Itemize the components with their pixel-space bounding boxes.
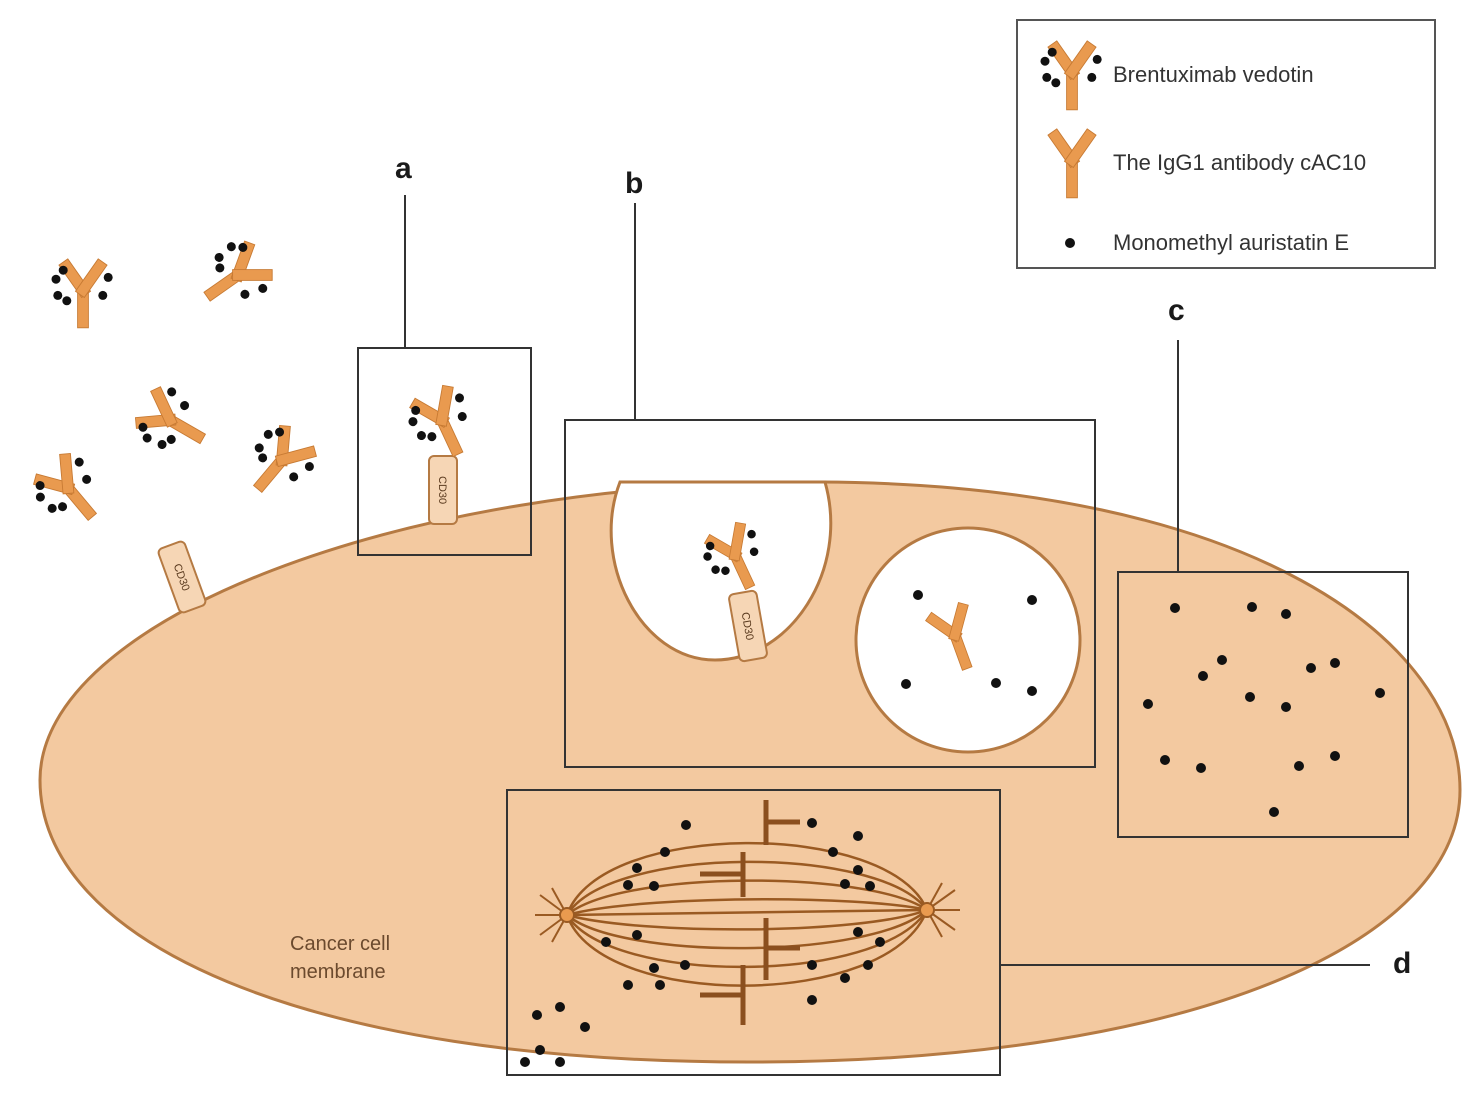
- inhibition-bars: [700, 800, 800, 1025]
- panel-d-label: d: [1393, 947, 1411, 980]
- cell-label-line2: membrane: [290, 961, 386, 983]
- spindle-mmae: [520, 818, 885, 1067]
- panel-a-box: [357, 347, 532, 556]
- panel-d-box: [506, 789, 1001, 1076]
- svg-text:CD30: CD30: [739, 611, 756, 641]
- drug-dot-icon: [1065, 238, 1075, 248]
- cell-label-line1: Cancer cell: [290, 933, 390, 955]
- panel-a-label: a: [395, 152, 412, 185]
- free-adc-3: [127, 379, 217, 466]
- lysosome: [854, 526, 1082, 754]
- cancer-cell: [38, 480, 1462, 1064]
- cd30-receptor-free: CD30: [156, 539, 208, 615]
- lysosome-contents: [901, 590, 1037, 696]
- spindle-pole-right: [919, 882, 960, 938]
- legend-label-mmae: Monomethyl auristatin E: [1113, 230, 1349, 255]
- bound-adc-a: [400, 379, 485, 467]
- cd30-receptor-a: CD30: [428, 455, 458, 525]
- free-adc-2: [189, 231, 281, 321]
- legend-label-antibody: The IgG1 antibody cAC10: [1113, 150, 1366, 175]
- panel-b-label: b: [625, 167, 643, 200]
- free-adc-5: [24, 445, 115, 537]
- panel-b-box: [564, 419, 1096, 768]
- svg-text:CD30: CD30: [436, 476, 448, 504]
- legend-label-adc: Brentuximab vedotin: [1113, 62, 1314, 87]
- endocytic-pit: [609, 480, 833, 662]
- legend: Brentuximab vedotin The IgG1 antibody cA…: [1016, 19, 1436, 269]
- free-adc-4: [234, 416, 325, 508]
- free-adc-1: [52, 259, 113, 328]
- spindle-pole-left: [535, 887, 575, 943]
- cd30-receptor-b: CD30: [727, 589, 769, 663]
- panel-c-box: [1117, 571, 1409, 838]
- cytoplasmic-mmae: [1143, 602, 1385, 817]
- panel-c-label: c: [1168, 294, 1185, 327]
